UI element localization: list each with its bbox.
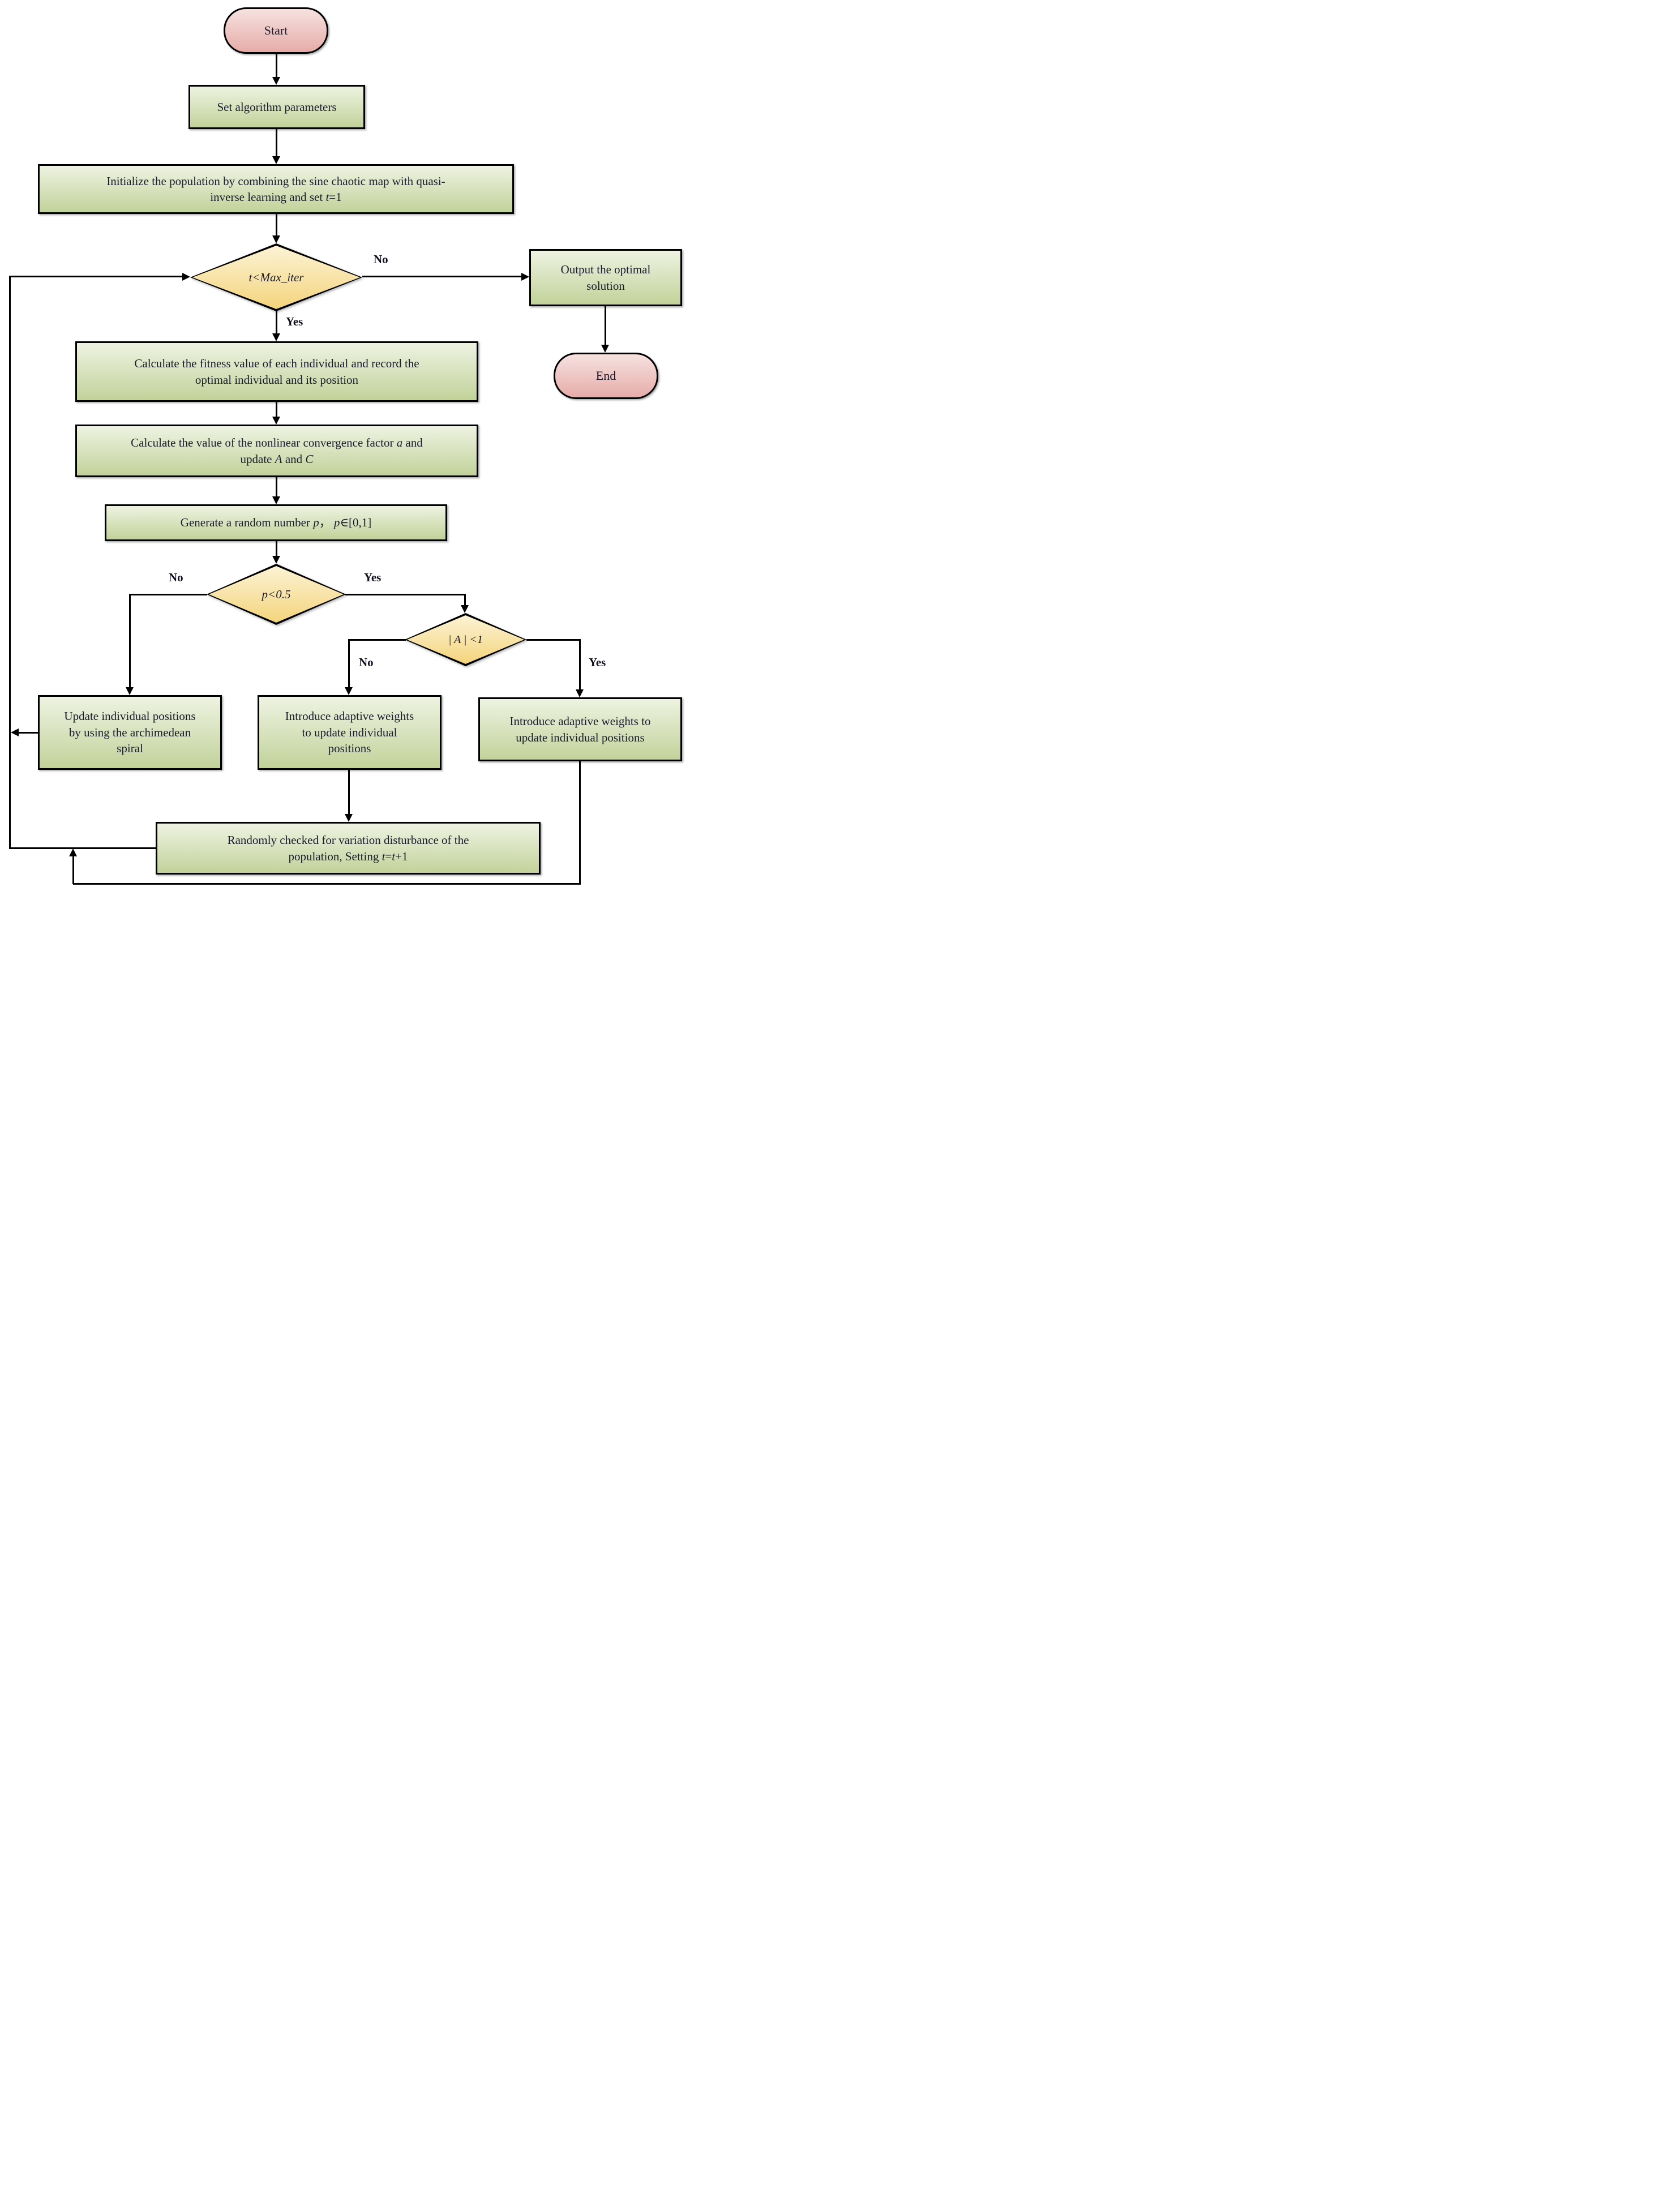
connector-conditer-output <box>362 276 522 277</box>
connector-condp-yes-v <box>464 594 466 606</box>
connector-conda-no-v <box>348 639 350 688</box>
connector-conda-no-h <box>349 639 406 641</box>
p-decision: p<0.5 <box>207 564 346 625</box>
connector-conditer-fitness <box>276 311 277 333</box>
flowchart-canvas: No Yes No Yes No Yes Start Set algorithm… <box>0 0 685 891</box>
connector-conda-yes-h <box>526 639 581 641</box>
arrowhead-down-icon <box>272 156 280 164</box>
arrowhead-right-icon <box>182 273 190 281</box>
connector-start-setparams <box>276 54 277 78</box>
mutation-process: Randomly checked for variation disturban… <box>156 822 541 875</box>
connector-loop-bottom-v <box>72 856 74 884</box>
connector-loop-left-v <box>9 276 11 849</box>
output-solution-label: Output the optimal solution <box>560 263 651 293</box>
start-label: Start <box>264 23 288 38</box>
connector-adaptmid-mutation <box>348 770 350 815</box>
arrowhead-up-icon <box>69 848 77 856</box>
max-iter-decision: t<Max_iter <box>190 243 362 311</box>
connector-setparams-init <box>276 129 277 156</box>
end-terminal: End <box>554 353 658 399</box>
adaptive-weights-right-label: Introduce adaptive weights to update ind… <box>509 714 651 744</box>
initialize-population-label: Initialize the population by combining t… <box>106 174 445 204</box>
arrowhead-down-icon <box>272 235 280 243</box>
arrowhead-down-icon <box>126 687 134 695</box>
connector-loop-top-h <box>9 276 182 277</box>
arrowhead-down-icon <box>272 333 280 341</box>
connector-factor-random <box>276 477 277 497</box>
p-condition-label: p<0.5 <box>262 587 291 601</box>
arrowhead-down-icon <box>461 605 469 613</box>
arrowhead-down-icon <box>345 687 353 695</box>
adaptive-weights-mid-label: Introduce adaptive weights to update ind… <box>285 709 414 756</box>
end-label: End <box>595 368 616 383</box>
spiral-update-label: Update individual positions by using the… <box>64 709 196 756</box>
connector-output-end <box>605 306 606 345</box>
a-condition-label: | A | <1 <box>448 633 483 646</box>
edge-label-yes: Yes <box>589 655 606 669</box>
set-parameters-process: Set algorithm parameters <box>188 85 365 129</box>
arrowhead-down-icon <box>272 556 280 564</box>
spiral-update-process: Update individual positions by using the… <box>38 695 222 770</box>
convergence-factor-process: Calculate the value of the nonlinear con… <box>75 425 478 477</box>
connector-spiral-loop <box>18 732 38 734</box>
connector-condp-yes-h <box>345 594 466 595</box>
adaptive-weights-mid-process: Introduce adaptive weights to update ind… <box>258 695 442 770</box>
edge-label-yes: Yes <box>286 315 303 328</box>
fitness-label: Calculate the fitness value of each indi… <box>134 357 419 387</box>
edge-label-yes: Yes <box>364 571 382 584</box>
start-terminal: Start <box>224 7 328 54</box>
connector-loop-bottom-h <box>73 883 581 885</box>
arrowhead-down-icon <box>272 417 280 425</box>
random-number-process: Generate a random number p， p∈[0,1] <box>105 504 447 541</box>
arrowhead-down-icon <box>272 77 280 85</box>
connector-conda-yes-v <box>579 639 581 690</box>
arrowhead-down-icon <box>272 496 280 504</box>
adaptive-weights-right-process: Introduce adaptive weights to update ind… <box>478 697 682 761</box>
edge-label-no: No <box>169 571 183 584</box>
arrowhead-left-icon <box>11 728 19 736</box>
edge-label-no: No <box>374 252 388 266</box>
connector-condp-no-v <box>129 594 131 688</box>
connector-random-condp <box>276 541 277 556</box>
edge-label-no: No <box>359 655 374 669</box>
random-number-label: Generate a random number p， p∈[0,1] <box>180 516 372 530</box>
mutation-label: Randomly checked for variation disturban… <box>227 833 469 863</box>
arrowhead-down-icon <box>576 689 584 697</box>
max-iter-condition-label: t<Max_iter <box>248 270 304 284</box>
convergence-factor-label: Calculate the value of the nonlinear con… <box>131 436 423 466</box>
connector-mutation-loop <box>10 847 156 849</box>
connector-condp-no-h <box>129 594 207 595</box>
connector-fitness-factor <box>276 402 277 417</box>
arrowhead-right-icon <box>521 273 529 281</box>
fitness-process: Calculate the fitness value of each indi… <box>75 341 478 402</box>
a-decision: | A | <1 <box>405 613 526 666</box>
set-parameters-label: Set algorithm parameters <box>217 100 337 114</box>
arrowhead-down-icon <box>601 345 609 353</box>
connector-init-conditer <box>276 214 277 235</box>
initialize-population-process: Initialize the population by combining t… <box>38 164 514 214</box>
output-solution-process: Output the optimal solution <box>529 249 682 306</box>
connector-adaptright-v <box>579 761 581 885</box>
arrowhead-down-icon <box>345 814 353 822</box>
